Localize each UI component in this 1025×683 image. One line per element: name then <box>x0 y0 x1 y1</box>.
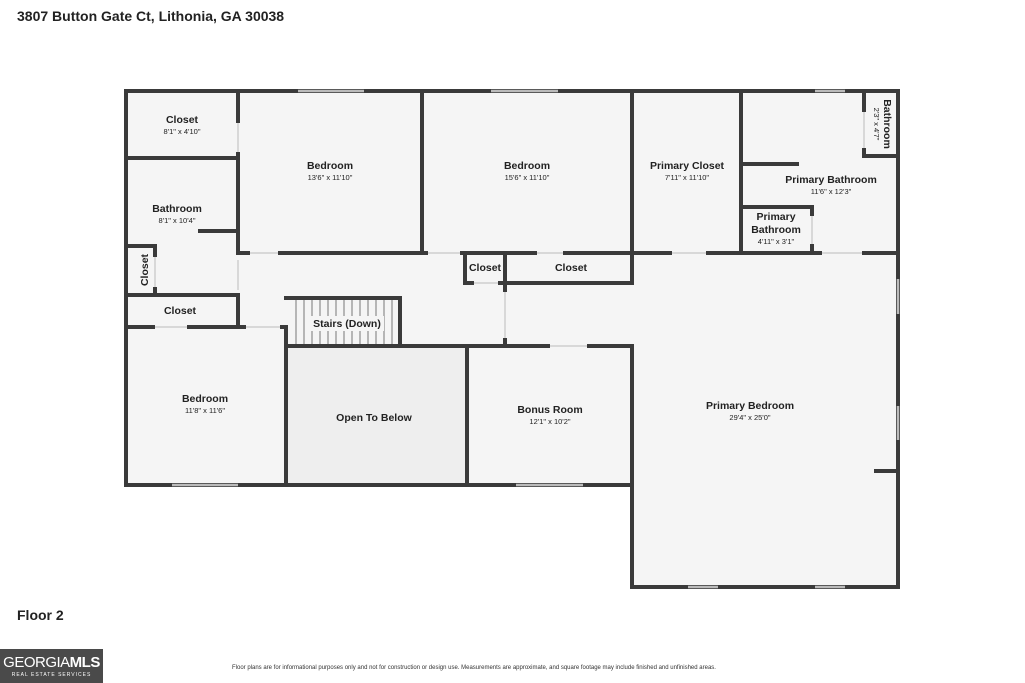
room-label-primary-bedroom: Primary Bedroom 29'4" x 25'0" <box>706 400 794 422</box>
georgia-mls-logo: GEORGIAMLS REAL ESTATE SERVICES <box>0 649 103 683</box>
logo-word-mls: MLS <box>69 653 101 671</box>
svg-text:Bedroom: Bedroom <box>307 160 353 172</box>
room-label-closet-vertical: Closet <box>139 253 151 286</box>
svg-text:7'11" x 11'10": 7'11" x 11'10" <box>665 173 710 182</box>
svg-text:Primary Closet: Primary Closet <box>650 160 725 172</box>
svg-text:8'1" x 4'10": 8'1" x 4'10" <box>164 127 201 136</box>
room-label-bonus-room: Bonus Room 12'1" x 10'2" <box>517 404 582 426</box>
room-label-bedroom-3: Bedroom 11'8" x 11'6" <box>182 393 228 415</box>
svg-text:Bathroom: Bathroom <box>751 224 801 236</box>
svg-text:Bathroom: Bathroom <box>152 203 202 215</box>
disclaimer-text: Floor plans are for informational purpos… <box>232 665 716 671</box>
svg-text:Closet: Closet <box>555 262 588 274</box>
svg-text:Closet: Closet <box>166 114 199 126</box>
room-label-closet-3: Closet <box>469 262 502 274</box>
svg-text:Primary: Primary <box>756 211 795 223</box>
room-label-bedroom-2: Bedroom 15'6" x 11'10" <box>504 160 550 182</box>
svg-text:11'6" x 12'3": 11'6" x 12'3" <box>811 187 852 196</box>
logo-wordmark: GEORGIAMLS <box>3 655 100 670</box>
svg-text:Stairs (Down): Stairs (Down) <box>313 318 381 330</box>
svg-text:Closet: Closet <box>164 305 197 317</box>
svg-text:15'6" x 11'10": 15'6" x 11'10" <box>505 173 550 182</box>
svg-text:Bedroom: Bedroom <box>504 160 550 172</box>
room-label-bathroom-1: Bathroom 8'1" x 10'4" <box>152 203 202 225</box>
property-address: 3807 Button Gate Ct, Lithonia, GA 30038 <box>17 8 285 24</box>
windows <box>172 89 900 589</box>
room-label-closet-2: Closet <box>164 305 197 317</box>
floor-fill <box>126 91 898 587</box>
room-label-open-to-below: Open To Below <box>336 412 412 424</box>
svg-text:11'8" x 11'6": 11'8" x 11'6" <box>185 406 225 415</box>
svg-text:Closet: Closet <box>139 253 151 286</box>
room-label-primary-closet: Primary Closet 7'11" x 11'10" <box>650 160 725 182</box>
svg-text:Bonus Room: Bonus Room <box>517 404 582 416</box>
walls <box>124 89 900 589</box>
svg-text:Closet: Closet <box>469 262 502 274</box>
room-label-closet-4: Closet <box>555 262 588 274</box>
svg-text:8'1" x 10'4": 8'1" x 10'4" <box>159 216 196 225</box>
svg-text:Primary Bedroom: Primary Bedroom <box>706 400 794 412</box>
svg-text:Bathroom: Bathroom <box>881 99 893 149</box>
svg-text:Bedroom: Bedroom <box>182 393 228 405</box>
room-label-bedroom-1: Bedroom 13'6" x 11'10" <box>307 160 353 182</box>
svg-text:Primary Bathroom: Primary Bathroom <box>785 174 877 186</box>
logo-word-georgia: GEORGIA <box>3 653 70 671</box>
svg-text:12'1" x 10'2": 12'1" x 10'2" <box>529 417 570 426</box>
stairs-label-bg <box>310 316 384 331</box>
door-leaves <box>154 112 865 347</box>
svg-text:2'3" x 4'7": 2'3" x 4'7" <box>872 108 881 141</box>
svg-text:Open To Below: Open To Below <box>336 412 412 424</box>
floor-label: Floor 2 <box>17 607 64 623</box>
room-label-stairs: Stairs (Down) <box>313 318 381 330</box>
room-label-primary-bathroom-2: Primary Bathroom 4'11" x 3'1" <box>751 211 801 246</box>
room-label-bathroom-small: Bathroom 2'3" x 4'7" <box>872 99 893 149</box>
svg-text:13'6" x 11'10": 13'6" x 11'10" <box>308 173 353 182</box>
room-label-primary-bathroom: Primary Bathroom 11'6" x 12'3" <box>785 174 877 196</box>
svg-text:29'4" x 25'0": 29'4" x 25'0" <box>729 413 770 422</box>
svg-text:4'11" x 3'1": 4'11" x 3'1" <box>758 237 795 246</box>
room-label-closet-1: Closet 8'1" x 4'10" <box>164 114 201 136</box>
logo-tagline: REAL ESTATE SERVICES <box>11 671 92 678</box>
